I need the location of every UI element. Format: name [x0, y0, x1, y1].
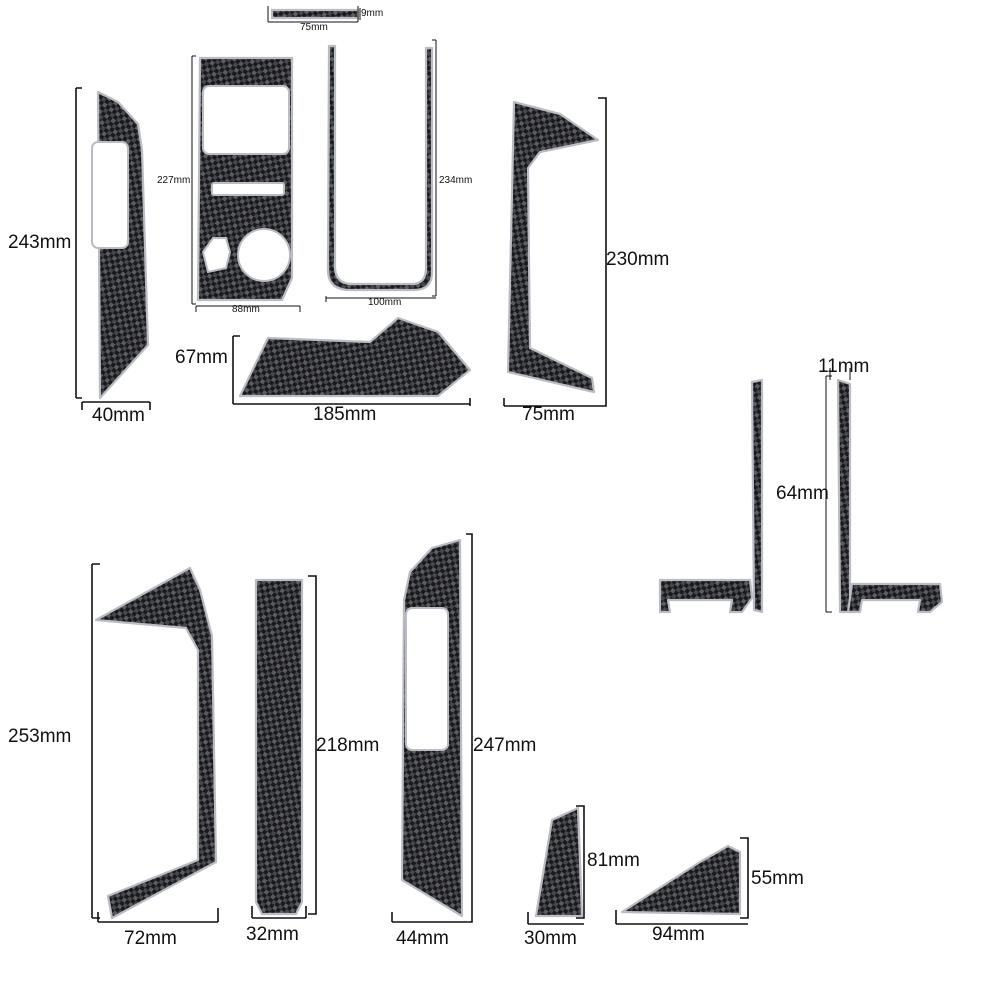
big-left-panel-height-label: 253mm: [8, 726, 72, 747]
pillar-height-label: 64mm: [776, 483, 829, 504]
visor-strip-piece: [267, 6, 361, 23]
visor-width-label: 75mm: [300, 22, 328, 33]
bottom-strip-height-label: 67mm: [175, 347, 228, 368]
gear-panel-height-label: 227mm: [157, 175, 191, 186]
left-panel-height-label: 243mm: [8, 232, 72, 253]
small-trim-piece: [527, 805, 585, 925]
left-door-panel-piece: [75, 87, 151, 410]
gear-shift-panel-piece: [191, 55, 301, 312]
triangle-trim-piece: [615, 837, 749, 925]
vertical-strip-piece: [251, 575, 317, 919]
big-left-panel-width-label: 72mm: [124, 928, 177, 949]
pillar-width-label: 11mm: [818, 356, 870, 377]
gear-panel-width-label: 88mm: [232, 304, 260, 315]
bottom-strip-width-label: 185mm: [313, 404, 377, 425]
window-panel-width-label: 44mm: [396, 928, 449, 949]
big-left-panel-piece: [91, 563, 219, 923]
pillar-piece-left: [658, 378, 764, 614]
triangle-height-label: 55mm: [751, 868, 804, 889]
pillar-piece-right: [825, 368, 944, 614]
visor-height-label: 9mm: [361, 8, 384, 19]
vertical-strip-height-label: 218mm: [316, 735, 380, 756]
right-panel-height-label: 230mm: [606, 249, 670, 270]
right-panel-width-label: 75mm: [522, 404, 575, 425]
u-strip-height-label: 234mm: [439, 175, 473, 186]
small-piece-height-label: 81mm: [587, 850, 640, 871]
vertical-strip-width-label: 32mm: [246, 924, 299, 945]
window-panel-height-label: 247mm: [473, 735, 537, 756]
triangle-width-label: 94mm: [652, 924, 705, 945]
left-panel-width-label: 40mm: [92, 405, 145, 426]
u-strip-piece: [325, 39, 437, 302]
right-door-panel-piece: [503, 97, 607, 407]
u-strip-width-label: 100mm: [368, 297, 402, 308]
window-switch-panel-piece: [391, 533, 473, 923]
small-piece-width-label: 30mm: [524, 928, 577, 949]
bottom-long-strip-piece: [232, 316, 472, 406]
